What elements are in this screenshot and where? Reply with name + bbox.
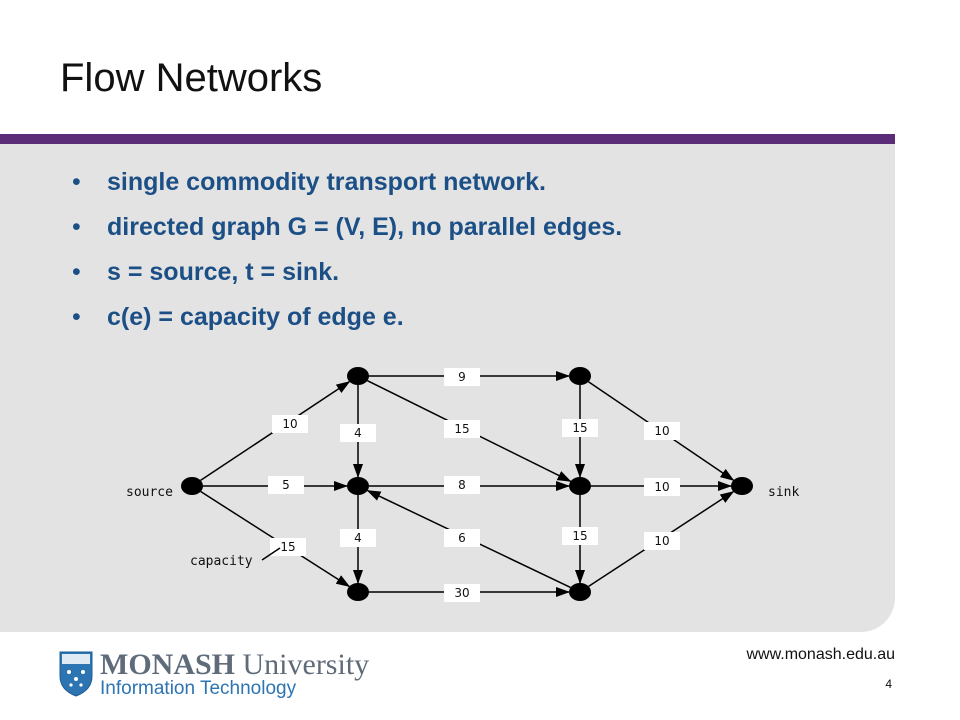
edge-capacity-label: 15: [444, 420, 480, 438]
nodes-layer: [181, 367, 753, 601]
graph-node-b: [347, 477, 369, 495]
edge-capacity-label: 4: [340, 529, 376, 547]
edge-capacity-value: 10: [282, 417, 297, 431]
graph-node-s: [181, 477, 203, 495]
bullet-text: c(e) = capacity of edge e.: [107, 303, 404, 331]
graph-node-t: [731, 477, 753, 495]
edge-capacity-label: 30: [444, 584, 480, 602]
edge-capacity-value: 4: [354, 531, 362, 545]
bullet-list: • single commodity transport network. • di…: [72, 160, 622, 340]
edge-capacity-label: 5: [268, 476, 304, 494]
edge-label-box: [444, 476, 480, 494]
crest-shield-icon: [59, 651, 93, 697]
bullet-dot: •: [72, 168, 81, 196]
graph-node-f: [569, 583, 591, 601]
edge-capacity-label: 4: [340, 424, 376, 442]
edge-capacity-value: 15: [280, 540, 295, 554]
edge-capacity-value: 30: [454, 586, 469, 600]
graph-node-a: [347, 367, 369, 385]
edge-label-box: [444, 420, 480, 438]
edge-capacity-label: 8: [444, 476, 480, 494]
edge-capacity-label: 15: [562, 527, 598, 545]
bullet-dot: •: [72, 258, 81, 286]
bullet-text: single commodity transport network.: [107, 168, 546, 196]
edge-capacity-label: 10: [272, 415, 308, 433]
logo-subtitle: Information Technology: [100, 678, 297, 699]
edge-label-box: [444, 584, 480, 602]
edge-label-box: [562, 419, 598, 437]
edge-capacity-value: 15: [572, 421, 587, 435]
footer-url[interactable]: www.monash.edu.au: [746, 646, 895, 663]
bullet-text: directed graph G = (V, E), no parallel e…: [107, 213, 623, 241]
edge-capacity-value: 8: [458, 478, 466, 492]
edge-capacity-value: 15: [454, 422, 469, 436]
graph-node-c: [347, 583, 369, 601]
monash-logo: MONASH University Information Technology: [58, 648, 378, 704]
edge-capacity-value: 5: [282, 478, 290, 492]
source-label: source: [126, 485, 173, 500]
bullet-dot: •: [72, 303, 81, 331]
graph-node-d: [569, 367, 591, 385]
page-number: 4: [885, 677, 892, 691]
edge-label-box: [340, 529, 376, 547]
edge-labels-layer: 10 5 15 9 15 4 8 4 6 30 15 15 10 10 10: [268, 368, 680, 602]
edge-capacity-value: 9: [458, 370, 466, 384]
edge-capacity-value: 10: [654, 534, 669, 548]
edge-capacity-label: 10: [644, 422, 680, 440]
edge-capacity-label: 15: [562, 419, 598, 437]
edge-capacity-value: 6: [458, 531, 466, 545]
edge-label-box: [644, 532, 680, 550]
bullet-dot: •: [72, 213, 81, 241]
edge-label-box: [644, 422, 680, 440]
edge-capacity-value: 15: [572, 529, 587, 543]
edge-label-box: [444, 529, 480, 547]
edge-capacity-label: 15: [270, 538, 306, 556]
accent-bar: [0, 134, 895, 144]
bullet-item: • directed graph G = (V, E), no parallel …: [72, 205, 622, 250]
edge-label-box: [272, 415, 308, 433]
bullet-item: • single commodity transport network.: [72, 160, 622, 205]
bullet-item: • c(e) = capacity of edge e.: [72, 295, 622, 340]
edge-label-box: [270, 538, 306, 556]
edge-label-box: [562, 527, 598, 545]
graph-node-e: [569, 477, 591, 495]
slide-title: Flow Networks: [60, 56, 323, 100]
edge-label-box: [644, 478, 680, 496]
capacity-pointer-line: [261, 547, 281, 561]
edge-capacity-label: 10: [644, 532, 680, 550]
logo-wordmark: MONASH University: [100, 648, 369, 682]
capacity-label: capacity: [190, 554, 253, 569]
edge-label-box: [340, 424, 376, 442]
edge-capacity-label: 9: [444, 368, 480, 386]
bullet-item: • s = source, t = sink.: [72, 250, 622, 295]
bullet-text: s = source, t = sink.: [107, 258, 340, 286]
edge-label-box: [444, 368, 480, 386]
edge-label-box: [268, 476, 304, 494]
edge-capacity-value: 10: [654, 480, 669, 494]
sink-label: sink: [768, 485, 799, 500]
logo-wordmark-bold: MONASH: [100, 648, 235, 681]
edge-capacity-value: 10: [654, 424, 669, 438]
logo-wordmark-rest: University: [235, 648, 370, 681]
edge-capacity-label: 10: [644, 478, 680, 496]
edge-capacity-value: 4: [354, 426, 362, 440]
content-panel: [0, 144, 895, 632]
edge-capacity-label: 6: [444, 529, 480, 547]
